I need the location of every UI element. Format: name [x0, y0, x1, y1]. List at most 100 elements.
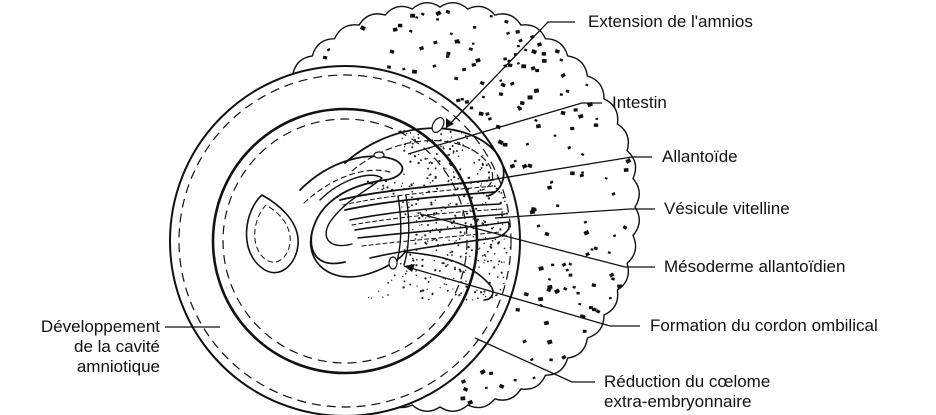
stipple-dot: [402, 286, 404, 288]
stipple-dot: [430, 204, 432, 206]
stipple-dot: [498, 260, 500, 262]
stipple-dot: [497, 221, 498, 222]
stipple-dot: [410, 141, 411, 142]
stipple-dot: [459, 238, 461, 240]
chorion-dot: [554, 135, 557, 137]
stipple-dot: [477, 173, 479, 175]
stipple-dot: [466, 299, 468, 301]
stipple-dot: [436, 249, 438, 251]
chorion-dot: [516, 308, 520, 312]
stipple-dot: [491, 227, 493, 229]
stipple-dot: [466, 138, 468, 140]
chorion-dot: [515, 30, 520, 34]
stipple-dot: [465, 252, 467, 254]
stipple-dot: [499, 228, 501, 230]
chorion-dot: [521, 64, 526, 68]
stipple-dot: [472, 299, 473, 300]
stipple-dot: [409, 161, 411, 163]
chorion-dot: [592, 308, 597, 312]
stipple-dot: [381, 188, 383, 190]
stipple-dot: [442, 146, 444, 148]
stipple-dot: [439, 231, 441, 233]
stipple-dot: [495, 239, 496, 240]
stipple-dot: [405, 273, 407, 275]
stipple-dot: [458, 155, 459, 156]
stipple-dot: [443, 147, 445, 149]
stipple-dot: [465, 270, 466, 271]
stipple-dot: [496, 174, 497, 175]
stipple-dot: [422, 194, 423, 195]
chorion-dot: [410, 14, 415, 18]
stipple-dot: [465, 280, 466, 281]
stipple-dot: [368, 297, 369, 298]
stipple-dot: [502, 224, 503, 225]
stipple-dot: [459, 231, 461, 233]
stipple-dot: [453, 152, 455, 154]
stipple-dot: [471, 249, 473, 251]
chorion-dot: [560, 93, 563, 96]
stipple-dot: [489, 273, 491, 275]
stipple-dot: [386, 186, 388, 188]
stipple-dot: [425, 217, 426, 218]
stipple-dot: [404, 280, 406, 282]
stipple-dot: [509, 247, 510, 248]
stipple-dot: [470, 224, 472, 226]
stipple-dot: [506, 212, 508, 214]
stipple-dot: [443, 167, 445, 169]
stipple-dot: [387, 294, 389, 296]
stipple-dot: [431, 162, 433, 164]
chorion-dot: [556, 204, 559, 207]
chorion-dot: [591, 248, 594, 250]
stipple-dot: [468, 177, 470, 179]
stipple-dot: [483, 290, 485, 292]
stipple-dot: [500, 289, 502, 291]
stipple-dot: [448, 154, 450, 156]
stipple-dot: [462, 212, 464, 214]
stipple-dot: [493, 266, 495, 268]
stipple-dot: [411, 196, 413, 198]
stipple-dot: [424, 277, 426, 279]
stipple-dot: [482, 164, 484, 166]
stipple-dot: [469, 210, 470, 211]
chorion-dot: [535, 69, 539, 72]
stipple-dot: [448, 204, 450, 206]
stipple-dot: [458, 294, 460, 296]
stipple-dot: [477, 190, 479, 192]
stipple-dot: [412, 258, 414, 260]
stipple-dot: [474, 261, 476, 263]
stipple-dot: [471, 197, 473, 199]
stipple-dot: [466, 213, 468, 215]
stipple-dot: [425, 210, 427, 212]
stipple-dot: [440, 287, 441, 288]
stipple-dot: [454, 226, 455, 227]
stipple-dot: [411, 184, 413, 186]
stipple-dot: [413, 183, 414, 184]
stipple-dot: [457, 142, 458, 143]
stipple-dot: [449, 159, 451, 161]
stipple-dot: [460, 226, 461, 227]
stipple-dot: [427, 158, 428, 159]
stipple-dot: [416, 274, 418, 276]
stipple-dot: [464, 233, 466, 235]
stipple-dot: [454, 267, 456, 269]
stipple-dot: [484, 259, 486, 261]
stipple-dot: [459, 270, 461, 272]
stipple-dot: [472, 218, 474, 220]
label-reduction-coelome-2: extra-embryonnaire: [604, 392, 751, 412]
label-extension-amnios: Extension de l'amnios: [588, 12, 753, 32]
stipple-dot: [497, 276, 499, 278]
stipple-dot: [448, 240, 449, 241]
chorion-dot: [538, 297, 543, 302]
stipple-dot: [450, 203, 452, 205]
stipple-dot: [412, 143, 414, 145]
stipple-dot: [402, 276, 403, 277]
stipple-dot: [481, 183, 482, 184]
stipple-dot: [486, 164, 488, 166]
stipple-dot: [427, 289, 428, 290]
stipple-dot: [444, 283, 445, 284]
stipple-dot: [487, 261, 489, 263]
stipple-dot: [431, 139, 433, 141]
stipple-dot: [406, 270, 408, 272]
stipple-dot: [404, 213, 406, 215]
stipple-dot: [428, 281, 430, 283]
